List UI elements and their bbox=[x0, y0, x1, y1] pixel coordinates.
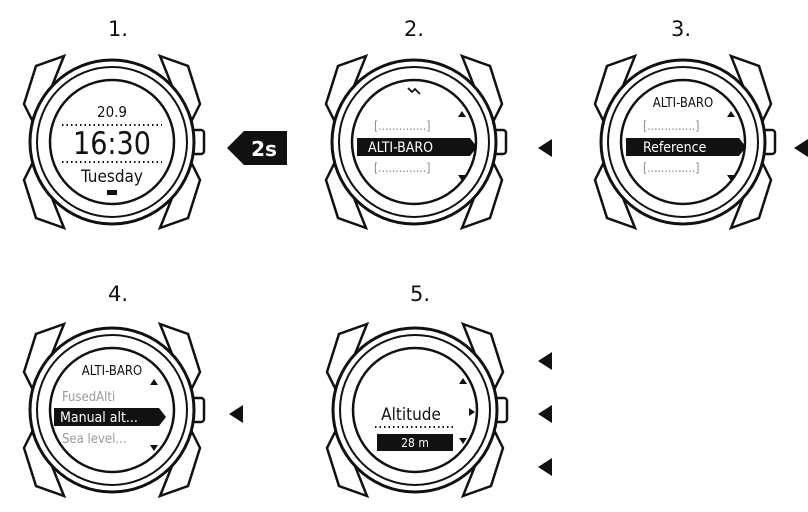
press-down-arrow-icon bbox=[538, 458, 552, 476]
selected-item: Reference bbox=[643, 140, 707, 156]
press-middle-arrow-icon bbox=[538, 405, 552, 423]
press-arrow-icon bbox=[794, 139, 808, 157]
step-label: 3. bbox=[671, 17, 691, 41]
scroll-up-icon bbox=[459, 378, 467, 384]
selected-item: Manual alt... bbox=[60, 410, 138, 426]
option-below: Sea level... bbox=[62, 432, 126, 447]
placeholder-below: [..............] bbox=[374, 161, 430, 175]
next-icon bbox=[469, 408, 475, 416]
scroll-down-icon bbox=[727, 175, 735, 181]
step-2: 2. [..............] ALTI-BARO [.........… bbox=[324, 17, 552, 230]
menu-header: ALTI-BARO bbox=[653, 96, 713, 111]
step-4: 4. ALTI-BARO FusedAlti Manual alt... Sea… bbox=[22, 282, 243, 498]
placeholder-above: [..............] bbox=[643, 119, 699, 133]
date-text: 20.9 bbox=[97, 103, 127, 121]
selection-bar bbox=[54, 408, 166, 426]
scroll-up-icon bbox=[150, 379, 158, 385]
altitude-value: 28 m bbox=[401, 436, 429, 450]
step-5: 5. Altitude 28 m bbox=[325, 282, 552, 498]
selection-bar bbox=[357, 138, 477, 156]
menu-header: ALTI-BARO bbox=[82, 364, 142, 379]
scroll-down-icon bbox=[458, 175, 466, 181]
step-label: 5. bbox=[410, 282, 430, 306]
step-label: 2. bbox=[404, 17, 424, 41]
press-indicator-2s: 2s bbox=[227, 131, 287, 165]
battery-icon bbox=[107, 190, 117, 195]
scroll-down-icon bbox=[459, 438, 467, 444]
selection-bar bbox=[626, 138, 746, 156]
field-title: Altitude bbox=[381, 405, 441, 425]
value-box bbox=[377, 434, 453, 451]
scroll-up-icon bbox=[727, 111, 735, 117]
press-arrow-icon bbox=[229, 405, 243, 423]
placeholder-above: [..............] bbox=[374, 119, 430, 133]
step-label: 4. bbox=[108, 282, 128, 306]
press-arrow-icon bbox=[538, 139, 552, 157]
altitude-icon bbox=[407, 87, 421, 95]
step-label: 1. bbox=[108, 17, 128, 41]
day-text: Tuesday bbox=[80, 167, 143, 187]
option-above: FusedAlti bbox=[62, 390, 115, 405]
selected-item: ALTI-BARO bbox=[368, 140, 433, 156]
placeholder-below: [..............] bbox=[643, 161, 699, 175]
step-3: 3. ALTI-BARO [..............] Reference … bbox=[593, 17, 808, 230]
press-arrow-icon bbox=[227, 131, 287, 165]
time-text: 16:30 bbox=[73, 126, 151, 162]
press-up-arrow-icon bbox=[538, 352, 552, 370]
press-duration: 2s bbox=[251, 137, 277, 161]
scroll-down-icon bbox=[150, 445, 158, 451]
scroll-up-icon bbox=[458, 111, 466, 117]
step-1: 1. 20.9 16:30 Tuesday 2s bbox=[22, 17, 287, 230]
